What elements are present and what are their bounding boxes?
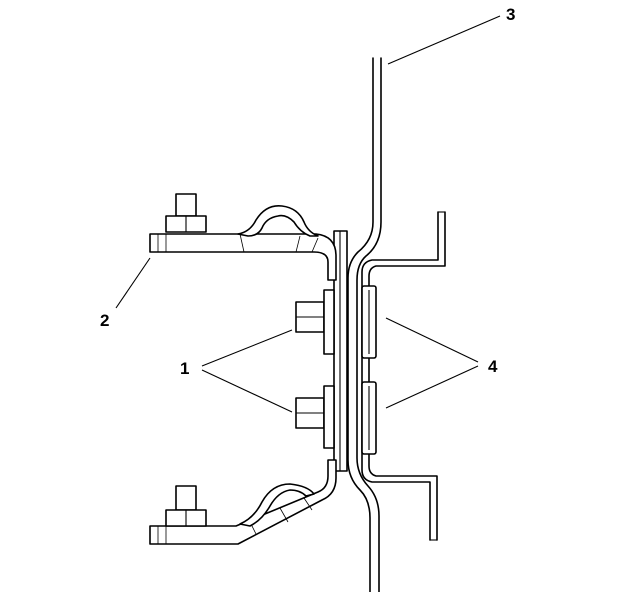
upper-stud (165, 193, 207, 233)
callout-2: 2 (100, 311, 109, 330)
spacer-plate (333, 230, 348, 472)
lower-stud (165, 485, 207, 527)
right-channel-bracket (361, 211, 446, 541)
callout-1: 1 (180, 359, 189, 378)
callout-3: 3 (506, 5, 515, 24)
upper-bolt (295, 289, 335, 355)
lower-bracket (149, 459, 337, 545)
lower-nut (361, 381, 377, 455)
callout-4: 4 (488, 357, 498, 376)
upper-nut (361, 285, 377, 359)
lower-bolt (295, 385, 335, 449)
leader-lines (115, 15, 501, 413)
upper-bracket (149, 193, 337, 281)
vertical-panel (347, 57, 382, 592)
